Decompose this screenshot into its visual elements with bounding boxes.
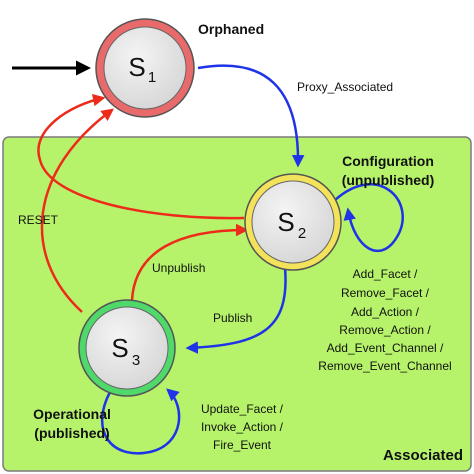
transition-proxy-associated <box>197 64 305 168</box>
s2-label-add-action: Add_Action / <box>351 305 420 319</box>
s2-label-remove-facet: Remove_Facet / <box>341 286 430 300</box>
s3-label-invoke-action: Invoke_Action / <box>201 420 284 434</box>
state-s3: S 3 <box>78 299 176 397</box>
s1-subscript: 1 <box>148 69 156 86</box>
s3-caption-line1: Operational <box>33 406 111 422</box>
s3-subscript: 3 <box>132 352 140 369</box>
state-s1: S 1 <box>95 18 195 118</box>
s1-name: S <box>128 52 145 82</box>
s3-caption-line2: (published) <box>34 425 109 441</box>
proxy-associated-label: Proxy_Associated <box>297 80 393 94</box>
s3-self-loop-labels: Update_Facet / Invoke_Action / Fire_Even… <box>201 402 284 452</box>
unpublish-label: Unpublish <box>152 261 205 275</box>
s2-name: S <box>277 207 294 237</box>
s1-caption: Orphaned <box>198 21 264 37</box>
s3-name: S <box>111 333 128 363</box>
transition-reset-s3 <box>40 108 115 313</box>
s3-self-loop <box>100 388 181 455</box>
s2-label-remove-event-channel: Remove_Event_Channel <box>318 359 451 373</box>
s2-subscript: 2 <box>298 225 306 242</box>
s3-label-update-facet: Update_Facet / <box>201 402 284 416</box>
s2-self-loop <box>334 183 404 253</box>
s2-self-loop-labels: Add_Facet / Remove_Facet / Add_Action / … <box>318 267 451 373</box>
s3-label-fire-event: Fire_Event <box>213 438 272 452</box>
s2-label-remove-action: Remove_Action / <box>339 323 431 337</box>
associated-label: Associated <box>383 447 463 464</box>
reset-label: RESET <box>18 213 59 227</box>
transition-reset-s2 <box>37 93 245 220</box>
state-s2: S 2 <box>244 173 342 271</box>
s2-caption-line1: Configuration <box>342 153 434 169</box>
s2-caption-line2: (unpublished) <box>342 172 435 188</box>
publish-label: Publish <box>213 311 252 325</box>
transition-unpublish <box>130 223 249 301</box>
transition-publish <box>185 267 287 354</box>
s2-label-add-event-channel: Add_Event_Channel / <box>327 341 444 355</box>
s2-label-add-facet: Add_Facet / <box>353 267 418 281</box>
